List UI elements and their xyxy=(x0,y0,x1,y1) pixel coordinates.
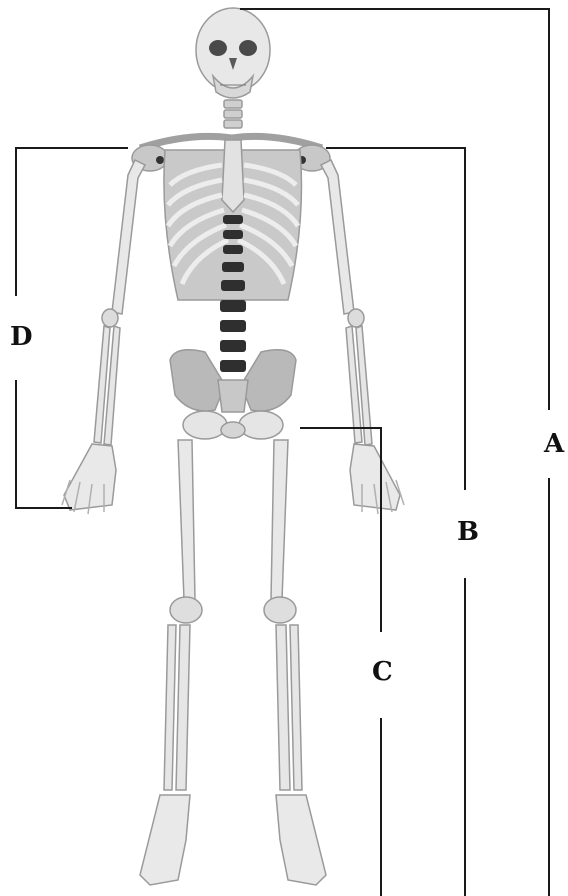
left-arm xyxy=(62,160,145,514)
left-leg xyxy=(140,440,202,885)
bracket-b: B xyxy=(326,148,479,896)
label-d: D xyxy=(10,322,33,352)
bracket-b-line-top xyxy=(326,148,465,490)
label-a: A xyxy=(543,429,565,459)
label-b: B xyxy=(457,517,479,547)
right-arm xyxy=(321,160,404,514)
right-leg xyxy=(264,440,326,885)
cervical-spine xyxy=(224,100,242,128)
bracket-d-line-bottom xyxy=(16,380,72,508)
label-c: C xyxy=(372,657,393,687)
skull xyxy=(196,8,270,98)
bracket-d-line-top xyxy=(16,148,128,296)
human-skeleton xyxy=(62,8,404,885)
